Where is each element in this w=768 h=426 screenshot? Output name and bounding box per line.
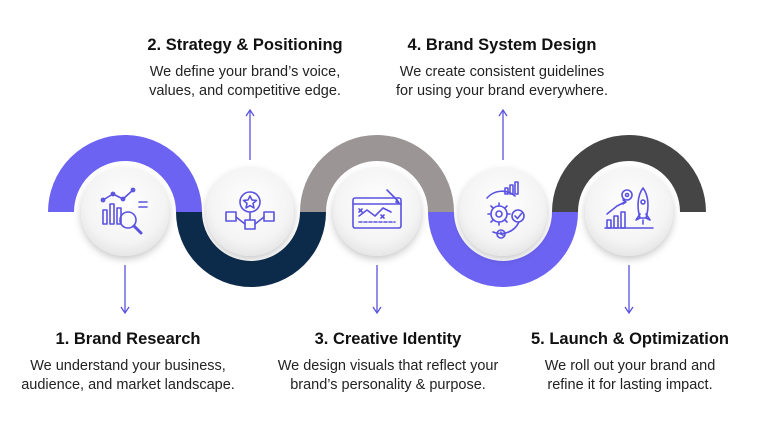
- step-description-line: We design visuals that reflect your: [277, 358, 499, 374]
- rocket-growth-icon: [604, 187, 654, 229]
- step-title: 3. Creative Identity: [314, 330, 462, 348]
- step-description: We design visuals that reflect your brand…: [258, 357, 518, 395]
- step-description-line: values, and competitive edge.: [149, 83, 341, 99]
- step-5: 5. Launch & Optimization We roll out you…: [510, 330, 750, 395]
- arc-step-4: [428, 211, 578, 287]
- step-circle-5: [585, 168, 673, 256]
- arrow-down-3: [372, 265, 382, 315]
- step-description-line: We create consistent guidelines: [399, 64, 605, 80]
- step-description-line: audience, and market landscape.: [21, 377, 235, 393]
- design-board-icon: [352, 189, 402, 229]
- step-description-line: for using your brand everywhere.: [396, 83, 608, 99]
- step-description: We roll out your brand and refine it for …: [510, 357, 750, 395]
- step-title: 2. Strategy & Positioning: [147, 36, 343, 54]
- step-description-line: brand’s personality & purpose.: [290, 377, 486, 393]
- step-1: 1. Brand Research We understand your bus…: [8, 330, 248, 395]
- arc-step-2: [176, 211, 326, 287]
- step-title: 5. Launch & Optimization: [530, 330, 729, 348]
- step-description-line: refine it for lasting impact.: [547, 377, 713, 393]
- step-description-line: We roll out your brand and: [544, 358, 716, 374]
- step-description-line: We define your brand’s voice,: [149, 64, 341, 80]
- arc-step-5: [552, 135, 706, 213]
- arc-step-1: [48, 135, 202, 213]
- arrow-down-1: [120, 265, 130, 315]
- step-circle-4: [459, 168, 547, 256]
- step-description: We create consistent guidelines for using…: [382, 63, 622, 101]
- arrow-down-5: [624, 265, 634, 315]
- step-description: We define your brand’s voice, values, and…: [125, 63, 365, 101]
- step-title: 4. Brand System Design: [407, 36, 597, 54]
- step-description-line: We understand your business,: [30, 358, 226, 374]
- step-circle-3: [333, 168, 421, 256]
- step-3: 3. Creative Identity We design visuals t…: [258, 330, 518, 395]
- step-2: 2. Strategy & Positioning We define your…: [125, 36, 365, 101]
- step-4: 4. Brand System Design We create consist…: [382, 36, 622, 101]
- gear-system-icon: [486, 181, 525, 239]
- step-title: 1. Brand Research: [55, 330, 201, 348]
- arrow-up-4: [498, 108, 508, 160]
- step-description: We understand your business, audience, an…: [8, 357, 248, 395]
- arc-step-3: [300, 135, 454, 213]
- arrow-up-2: [245, 108, 255, 160]
- research-chart-magnifier-icon: [100, 187, 148, 235]
- star-target-boxes-icon: [225, 191, 275, 230]
